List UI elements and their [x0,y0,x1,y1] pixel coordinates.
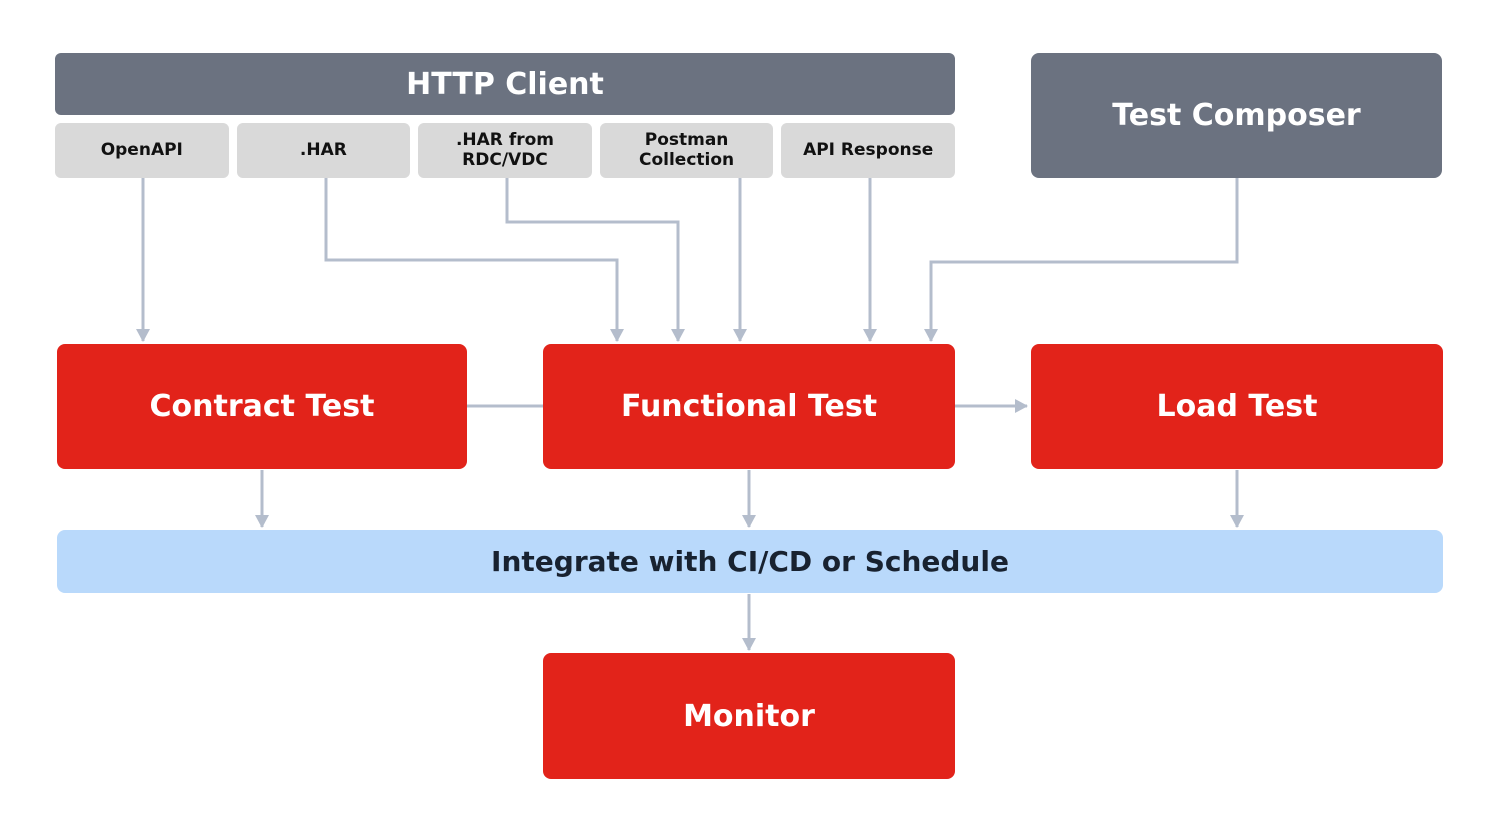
source-box-api-response: API Response [781,123,955,178]
node-test-composer: Test Composer [1031,53,1442,178]
source-label-har: .HAR [299,139,347,160]
node-load-test: Load Test [1031,344,1443,469]
source-box-har: .HAR [236,123,411,178]
integration-bar: Integrate with CI/CD or Schedule [57,530,1443,593]
source-box-har-rdc-vdc: .HAR from RDC/VDC [418,123,592,178]
http-client-title: HTTP Client [406,66,604,102]
connector-har-rdc-vdc-to-functional-test [505,178,685,342]
contract-test-label: Contract Test [149,389,375,424]
source-box-openapi: OpenAPI [55,123,229,178]
integration-bar-label: Integrate with CI/CD or Schedule [491,545,1009,578]
node-monitor: Monitor [543,653,955,779]
source-box-postman-collection: Postman Collection [599,123,774,178]
source-label-har-rdc-vdc: .HAR from RDC/VDC [455,129,554,170]
connector-har-to-functional-test [324,178,624,342]
monitor-label: Monitor [683,698,815,734]
test-composer-label: Test Composer [1112,98,1361,133]
node-functional-test: Functional Test [543,344,955,469]
connector-test-composer-to-functional-test [924,178,1239,342]
http-client-source-row: OpenAPI .HAR .HAR from RDC/VDC Postman C… [55,123,955,178]
source-label-openapi: OpenAPI [100,139,183,160]
functional-test-label: Functional Test [620,389,878,424]
node-contract-test: Contract Test [57,344,467,469]
load-test-label: Load Test [1156,389,1318,424]
source-label-api-response: API Response [803,139,934,160]
node-http-client: HTTP Client [55,53,955,115]
source-label-postman-collection: Postman Collection [639,129,735,170]
